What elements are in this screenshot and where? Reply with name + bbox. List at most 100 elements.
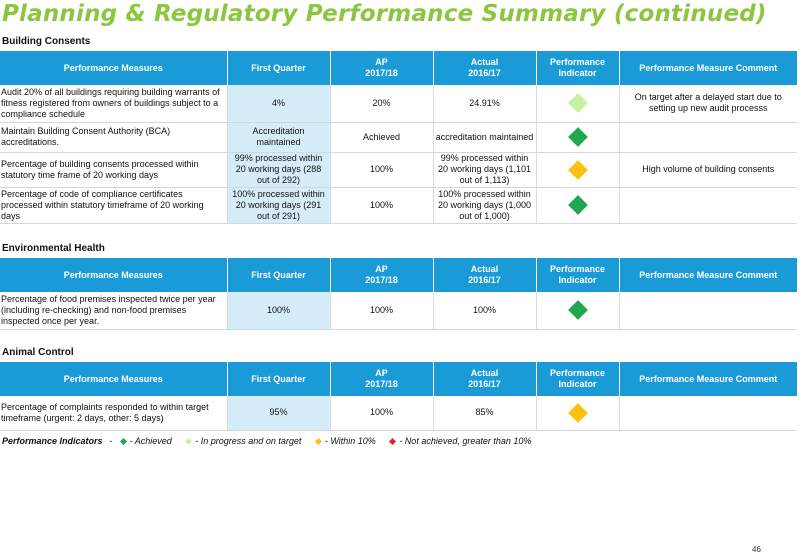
header-first-quarter: First Quarter [227,362,331,396]
comment-cell [619,396,797,431]
header-ap-line1: AP [375,368,388,378]
indicator-cell [536,187,620,224]
first-quarter-cell: 100% [227,292,331,330]
first-quarter-cell: 4% [227,85,331,123]
table-row: Percentage of complaints responded to wi… [0,396,797,431]
measure-cell: Audit 20% of all buildings requiring bui… [0,85,228,123]
indicator-cell [536,292,620,330]
header-measures: Performance Measures [0,51,228,85]
header-ap-line2: 2017/18 [365,275,398,285]
indicator-cell [536,152,620,188]
section-title-building-consents: Building Consents [2,36,91,47]
section-title-environmental-health: Environmental Health [2,243,105,254]
indicator-diamond-icon [567,127,588,147]
page-title: Planning & Regulatory Performance Summar… [2,1,767,27]
header-actual-line2: 2016/17 [468,379,501,389]
actual-cell: 100% processed within 20 working days (1… [433,187,537,224]
header-first-quarter: First Quarter [227,51,331,85]
legend-dash: - [109,436,113,446]
header-actual-line1: Actual [470,368,499,378]
indicator-diamond-icon [567,93,588,114]
achieved-diamond-icon [119,437,127,445]
actual-cell: 100% [433,292,537,330]
legend-within: - Within 10% [324,436,376,446]
header-indicator-line2: Indicator [558,379,597,389]
header-comment: Performance Measure Comment [619,362,797,396]
in-progress-diamond-icon [185,437,193,445]
actual-cell: accreditation maintained [433,122,537,153]
indicator-diamond-icon [567,402,588,423]
section-title-animal-control: Animal Control [2,347,74,358]
first-quarter-cell: 99% processed within 20 working days (28… [227,152,331,188]
header-ap-line1: AP [375,57,388,67]
header-actual-line1: Actual [470,264,499,274]
header-comment: Performance Measure Comment [619,51,797,85]
comment-cell: High volume of building consents [619,152,797,188]
indicator-diamond-icon [567,195,588,215]
ap-cell: 100% [330,396,434,431]
header-indicator-line1: Performance [549,368,606,378]
indicator-cell [536,396,620,431]
ap-cell: 20% [330,85,434,123]
header-comment: Performance Measure Comment [619,258,797,292]
comment-cell [619,187,797,224]
ap-cell: Achieved [330,122,434,153]
table-row: Percentage of food premises inspected tw… [0,292,797,330]
legend-achieved: - Achieved [129,436,172,446]
within-diamond-icon [314,437,322,445]
first-quarter-cell: 100% processed within 20 working days (2… [227,187,331,224]
actual-cell: 99% processed within 20 working days (1,… [433,152,537,188]
measure-cell: Percentage of complaints responded to wi… [0,396,228,431]
table-row: Maintain Building Consent Authority (BCA… [0,122,797,153]
header-measures: Performance Measures [0,258,228,292]
page-number: 46 [752,545,761,554]
first-quarter-cell: 95% [227,396,331,431]
not-achieved-diamond-icon [389,437,397,445]
header-indicator-line1: Performance [549,264,606,274]
indicator-diamond-icon [567,300,588,321]
header-indicator-line2: Indicator [558,68,597,78]
measure-cell: Percentage of building consents processe… [0,152,228,188]
ap-cell: 100% [330,187,434,224]
legend-title: Performance Indicators [2,436,103,446]
header-ap-line2: 2017/18 [365,379,398,389]
header-indicator-line1: Performance [549,57,606,67]
table-row: Audit 20% of all buildings requiring bui… [0,85,797,123]
header-measures: Performance Measures [0,362,228,396]
measure-cell: Percentage of food premises inspected tw… [0,292,228,330]
comment-cell [619,122,797,153]
header-actual-line1: Actual [470,57,499,67]
comment-cell: On target after a delayed start due to s… [619,85,797,123]
performance-indicators-legend: Performance Indicators - - Achieved - In… [2,436,531,446]
ap-cell: 100% [330,292,434,330]
header-ap-line2: 2017/18 [365,68,398,78]
header-actual-line2: 2016/17 [468,68,501,78]
header-first-quarter: First Quarter [227,258,331,292]
first-quarter-cell: Accreditation maintained [227,122,331,153]
measure-cell: Maintain Building Consent Authority (BCA… [0,122,228,153]
header-ap-line1: AP [375,264,388,274]
ap-cell: 100% [330,152,434,188]
comment-cell [619,292,797,330]
legend-in-progress: - In progress and on target [195,436,302,446]
header-actual-line2: 2016/17 [468,275,501,285]
actual-cell: 85% [433,396,537,431]
legend-not-achieved: - Not achieved, greater than 10% [399,436,532,446]
indicator-cell [536,85,620,123]
table-row: Percentage of code of compliance certifi… [0,187,797,224]
table-row: Percentage of building consents processe… [0,152,797,188]
actual-cell: 24.91% [433,85,537,123]
